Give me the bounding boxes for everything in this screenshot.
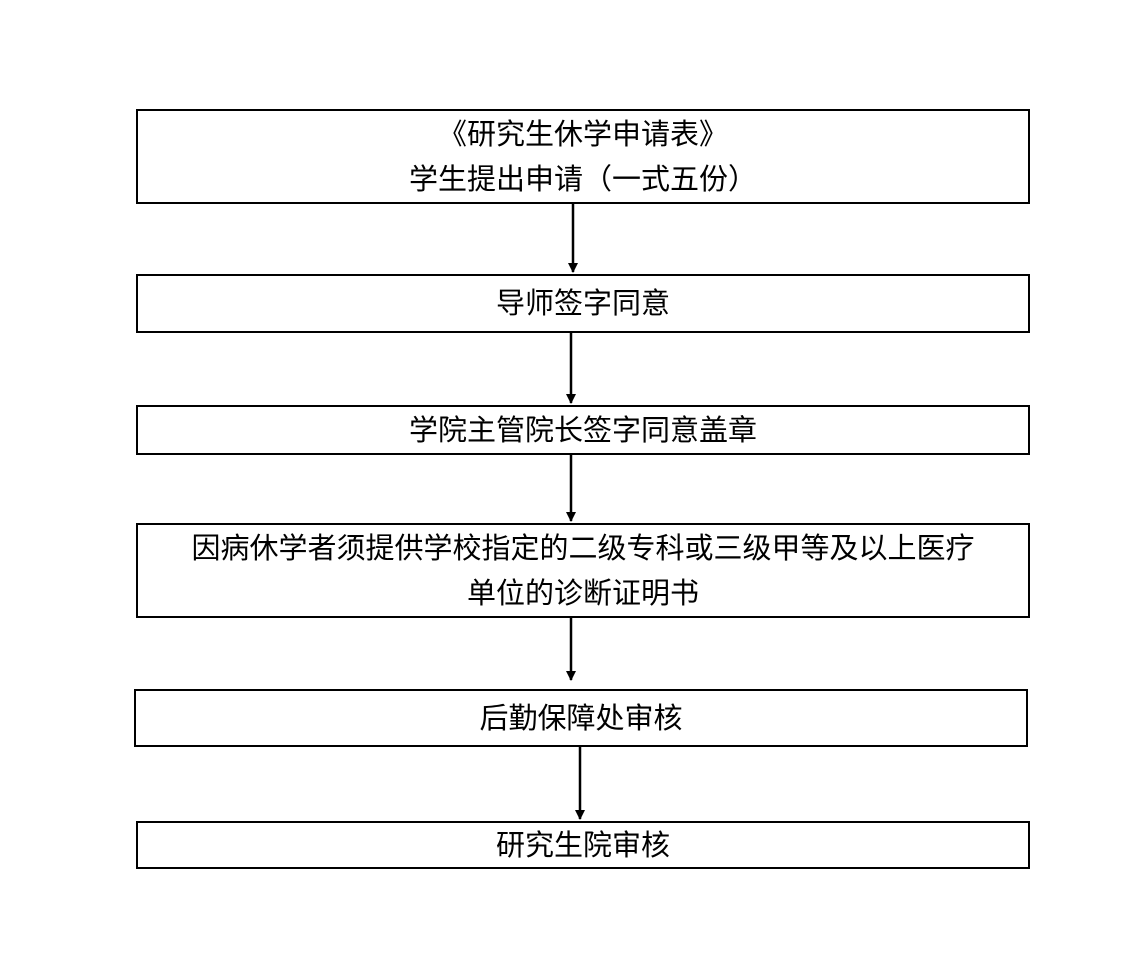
step-text-line: 单位的诊断证明书 <box>466 575 699 610</box>
step-text-line: 因病休学者须提供学校指定的二级专科或三级甲等及以上医疗 <box>191 530 975 565</box>
step-text-line: 导师签字同意 <box>495 286 670 320</box>
step-box-application: 《研究生休学申请表》 学生提出申请（一式五份） <box>136 109 1030 204</box>
step-text-line: 《研究生休学申请表》 <box>437 116 728 151</box>
step-box-dean-approval: 学院主管院长签字同意盖章 <box>136 405 1030 455</box>
step-box-graduate-school-review: 研究生院审核 <box>136 821 1030 869</box>
step-box-medical-certificate: 因病休学者须提供学校指定的二级专科或三级甲等及以上医疗 单位的诊断证明书 <box>136 523 1030 618</box>
step-text-line: 学生提出申请（一式五份） <box>408 161 757 196</box>
step-text-line: 学院主管院长签字同意盖章 <box>408 412 757 447</box>
step-text-line: 研究生院审核 <box>495 827 670 862</box>
step-box-supervisor-approval: 导师签字同意 <box>136 274 1030 333</box>
step-text-line: 后勤保障处审核 <box>479 700 683 735</box>
step-box-logistics-review: 后勤保障处审核 <box>134 689 1028 747</box>
